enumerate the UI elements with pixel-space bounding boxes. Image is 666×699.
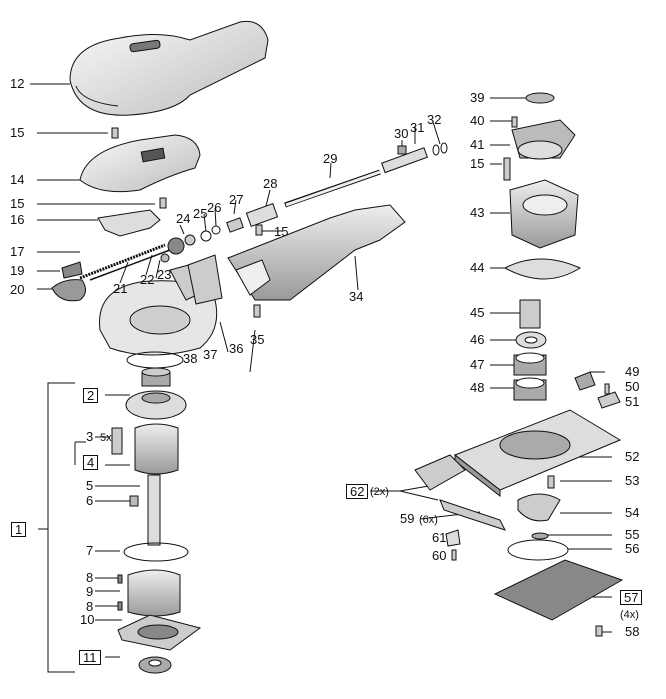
label-29: 29 xyxy=(323,151,338,166)
label-23: 23 xyxy=(157,267,172,282)
label-43: 43 xyxy=(470,205,485,220)
label-50: 50 xyxy=(625,379,640,394)
label-17: 17 xyxy=(10,244,25,259)
clip-19 xyxy=(61,261,83,279)
label-2: 2 xyxy=(83,388,99,403)
label-62-qty: (2x) xyxy=(370,486,389,498)
label-34: 34 xyxy=(349,289,364,304)
rod-21 xyxy=(89,249,171,281)
label-40: 40 xyxy=(470,113,485,128)
label-12: 12 xyxy=(10,76,25,91)
label-32: 32 xyxy=(427,112,442,127)
label-8b: 8 xyxy=(86,599,94,614)
label-58: 58 xyxy=(625,624,640,639)
label-7: 7 xyxy=(86,543,94,558)
housing-top-12 xyxy=(69,20,269,116)
label-5: 5 xyxy=(86,478,94,493)
label-48: 48 xyxy=(470,380,485,395)
label-35: 35 xyxy=(250,332,265,347)
label-55: 55 xyxy=(625,527,640,542)
label-45: 45 xyxy=(470,305,485,320)
label-36: 36 xyxy=(229,341,244,356)
label-38: 38 xyxy=(183,351,198,366)
label-56: 56 xyxy=(625,541,640,556)
label-10: 10 xyxy=(80,612,95,627)
label-15b: 15 xyxy=(10,196,25,211)
label-24: 24 xyxy=(176,211,191,226)
label-37: 37 xyxy=(203,347,218,362)
label-4: 4 xyxy=(83,455,99,470)
label-21: 21 xyxy=(113,281,128,296)
label-25: 25 xyxy=(193,206,208,221)
label-15d: 15 xyxy=(470,156,485,171)
pad-56 xyxy=(507,539,569,561)
label-52: 52 xyxy=(625,449,640,464)
label-14: 14 xyxy=(10,172,25,187)
label-27: 27 xyxy=(229,192,244,207)
label-60: 60 xyxy=(432,548,447,563)
label-62: 62 xyxy=(346,484,369,499)
handle-34 xyxy=(227,204,406,301)
label-47: 47 xyxy=(470,357,485,372)
label-44: 44 xyxy=(470,260,485,275)
cover-36 xyxy=(187,254,223,305)
label-20: 20 xyxy=(10,282,25,297)
base-plate-52 xyxy=(453,409,622,498)
label-19: 19 xyxy=(10,263,25,278)
disc-7 xyxy=(123,542,189,562)
label-57-qty: (4x) xyxy=(620,609,639,621)
spring-17 xyxy=(79,243,166,280)
sanding-sheet-57 xyxy=(493,559,624,621)
label-15c: 15 xyxy=(274,224,289,239)
label-22: 22 xyxy=(140,272,155,287)
label-46: 46 xyxy=(470,332,485,347)
label-49: 49 xyxy=(625,364,640,379)
label-3: 3 xyxy=(86,429,94,444)
label-41: 41 xyxy=(470,137,485,152)
label-51: 51 xyxy=(625,394,640,409)
label-57: 57 xyxy=(620,590,643,605)
label-3-qty: 5x xyxy=(100,432,112,444)
label-54: 54 xyxy=(625,505,640,520)
knob-20 xyxy=(51,279,86,302)
label-1: 1 xyxy=(11,522,27,537)
label-9: 9 xyxy=(86,584,94,599)
label-11: 11 xyxy=(79,650,101,665)
cover-14 xyxy=(79,134,201,193)
bracket-16 xyxy=(97,209,161,237)
label-59: 59 xyxy=(400,511,415,526)
assembly-bracket xyxy=(38,382,75,673)
label-28: 28 xyxy=(263,176,278,191)
label-59-qty: (6x) xyxy=(419,514,438,526)
label-53: 53 xyxy=(625,473,640,488)
label-8a: 8 xyxy=(86,570,94,585)
label-26: 26 xyxy=(207,200,222,215)
label-31: 31 xyxy=(410,120,425,135)
label-16: 16 xyxy=(10,212,25,227)
label-61: 61 xyxy=(432,530,447,545)
label-39: 39 xyxy=(470,90,485,105)
label-30: 30 xyxy=(394,126,409,141)
label-6: 6 xyxy=(86,493,94,508)
label-15a: 15 xyxy=(10,125,25,140)
